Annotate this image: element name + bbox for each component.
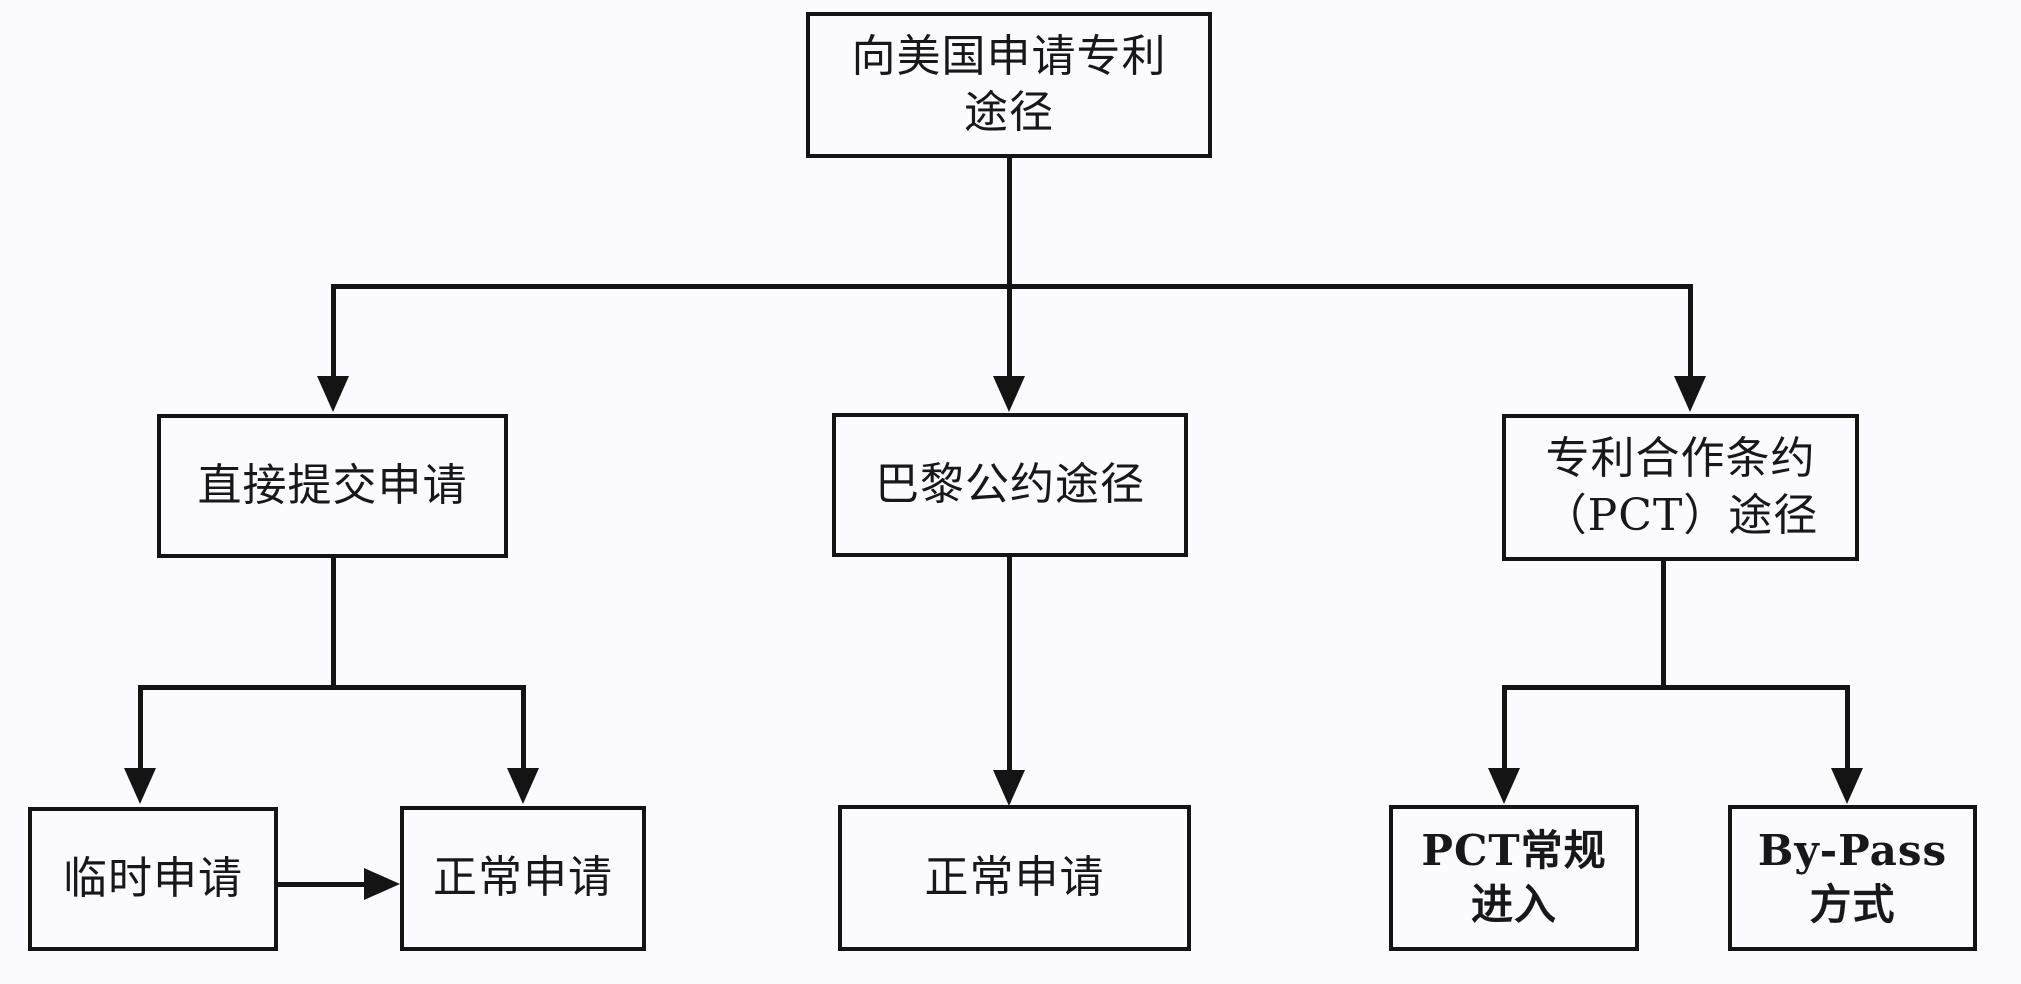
connector-pct-to-pctnormal bbox=[1502, 685, 1507, 770]
node-normal-application-paris-label: 正常申请 bbox=[924, 851, 1105, 903]
arrowhead-root-to-paris bbox=[993, 376, 1025, 412]
connector-level1-bar bbox=[331, 284, 1693, 289]
connector-root-to-direct bbox=[331, 284, 336, 378]
connector-paris-to-normal bbox=[1007, 557, 1012, 772]
connector-root-to-pct bbox=[1688, 284, 1693, 378]
connector-provisional-to-normal bbox=[278, 882, 368, 887]
node-pct-national-phase[interactable]: PCT常规 进入 bbox=[1389, 805, 1639, 951]
node-direct-filing[interactable]: 直接提交申请 bbox=[157, 414, 508, 558]
connector-direct-stem bbox=[331, 558, 336, 689]
arrowhead-direct-to-normal bbox=[507, 768, 539, 804]
connector-root-to-paris bbox=[1007, 284, 1012, 378]
connector-direct-bar bbox=[138, 685, 526, 690]
node-direct-filing-label: 直接提交申请 bbox=[197, 459, 468, 511]
connector-direct-to-normal bbox=[521, 685, 526, 770]
node-provisional-application-label: 临时申请 bbox=[63, 852, 243, 904]
arrowhead-root-to-pct bbox=[1674, 376, 1706, 412]
arrowhead-root-to-direct bbox=[317, 376, 349, 412]
connector-direct-to-provisional bbox=[138, 685, 143, 770]
node-bypass-route-label: By-Pass 方式 bbox=[1757, 826, 1948, 929]
node-normal-application-paris[interactable]: 正常申请 bbox=[838, 805, 1191, 951]
node-paris-convention-label: 巴黎公约途径 bbox=[875, 458, 1145, 510]
arrowhead-paris-to-normal bbox=[993, 770, 1025, 806]
arrowhead-provisional-to-normal bbox=[364, 868, 400, 900]
node-normal-application-direct[interactable]: 正常申请 bbox=[400, 806, 646, 951]
connector-pct-stem bbox=[1661, 561, 1666, 689]
node-pct-route[interactable]: 专利合作条约 （PCT）途径 bbox=[1502, 414, 1859, 561]
node-root-label: 向美国申请专利 途径 bbox=[851, 30, 1167, 138]
node-pct-route-label: 专利合作条约 （PCT）途径 bbox=[1542, 433, 1819, 541]
arrowhead-direct-to-provisional bbox=[124, 768, 156, 804]
arrowhead-pct-to-pctnormal bbox=[1488, 768, 1520, 804]
node-root[interactable]: 向美国申请专利 途径 bbox=[806, 12, 1212, 158]
node-provisional-application[interactable]: 临时申请 bbox=[28, 807, 278, 951]
node-normal-application-direct-label: 正常申请 bbox=[433, 852, 613, 904]
node-bypass-route[interactable]: By-Pass 方式 bbox=[1728, 805, 1977, 951]
node-paris-convention[interactable]: 巴黎公约途径 bbox=[832, 413, 1188, 557]
connector-root-stem bbox=[1007, 158, 1012, 288]
arrowhead-pct-to-bypass bbox=[1831, 768, 1863, 804]
connector-pct-to-bypass bbox=[1845, 685, 1850, 770]
connector-pct-bar bbox=[1502, 685, 1850, 690]
node-pct-national-phase-label: PCT常规 进入 bbox=[1421, 826, 1607, 929]
